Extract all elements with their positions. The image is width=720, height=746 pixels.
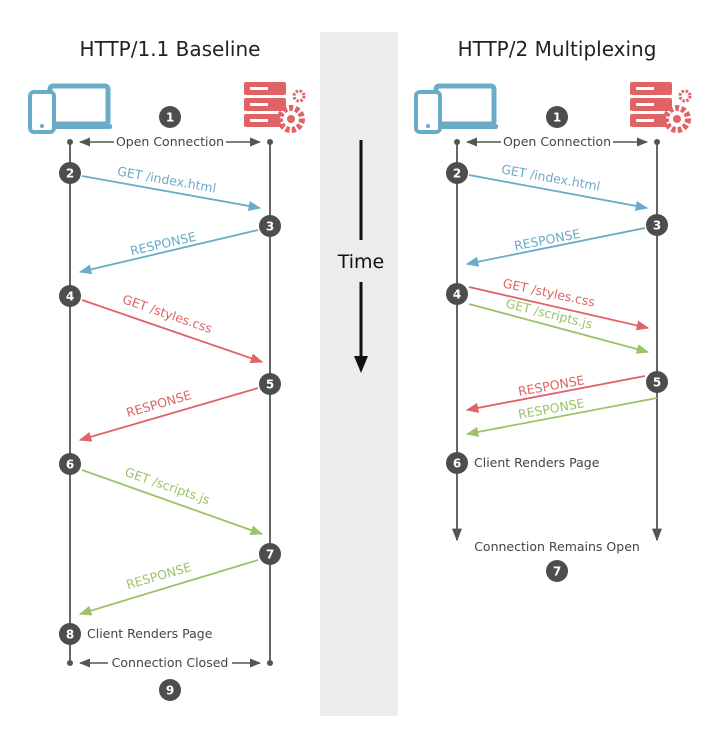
devices-icon [414, 83, 498, 134]
http1-open-connection-label: Open Connection [116, 134, 224, 149]
http1-get-scripts-arrow [81, 469, 264, 535]
server-gear-icon [630, 82, 692, 133]
svg-text:3: 3 [653, 219, 661, 233]
http1-step-1: 1 [159, 106, 181, 128]
http2-step-2: 2 [446, 162, 468, 184]
http1-get-index-arrow [81, 175, 262, 211]
time-band [320, 32, 398, 716]
http2-get-scripts-arrow [468, 303, 650, 354]
http1-client-top-dot [67, 139, 73, 145]
http1-response-1-arrow [78, 229, 259, 275]
svg-text:3: 3 [266, 220, 274, 234]
time-label: Time [337, 251, 385, 273]
http2-step-5: 5 [646, 371, 668, 393]
http1-server-bottom-dot [267, 660, 273, 666]
http1-step-5: 5 [259, 373, 281, 395]
http2-step-6: 6 [446, 452, 468, 474]
http1-title: HTTP/1.1 Baseline [80, 37, 261, 61]
svg-text:8: 8 [66, 628, 74, 642]
svg-text:7: 7 [553, 565, 561, 579]
svg-text:5: 5 [653, 376, 661, 390]
http2-step-4: 4 [446, 283, 468, 305]
svg-text:4: 4 [453, 288, 461, 302]
http1-response-2-arrow [78, 387, 259, 442]
http1-connection-closed-label: Connection Closed [112, 655, 229, 670]
svg-text:6: 6 [66, 458, 74, 472]
http1-client-renders-label: Client Renders Page [87, 626, 213, 641]
http1-response-3-arrow [78, 559, 259, 616]
http1-step-8: 8 [59, 623, 81, 645]
svg-text:2: 2 [453, 167, 461, 181]
http2-client-top-dot [454, 139, 460, 145]
http1-step-7: 7 [259, 543, 281, 565]
http2-response-1-arrow [465, 227, 646, 267]
server-gear-icon [244, 82, 306, 133]
http1-client-bottom-dot [67, 660, 73, 666]
http1-step-9: 9 [159, 679, 181, 701]
http1-server-top-dot [267, 139, 273, 145]
http2-client-renders-label: Client Renders Page [474, 455, 600, 470]
svg-text:7: 7 [266, 548, 274, 562]
svg-text:6: 6 [453, 457, 461, 471]
http2-server-top-dot [654, 139, 660, 145]
http1-step-4: 4 [59, 285, 81, 307]
http1-step-3: 3 [259, 215, 281, 237]
svg-text:1: 1 [166, 111, 174, 125]
svg-text:2: 2 [66, 167, 74, 181]
svg-text:5: 5 [266, 378, 274, 392]
svg-text:9: 9 [166, 684, 174, 698]
http1-step-6: 6 [59, 453, 81, 475]
http1-step-2: 2 [59, 162, 81, 184]
http1-get-styles-arrow [81, 299, 264, 364]
http2-response-scripts-arrow [465, 397, 658, 437]
http2-step-7: 7 [546, 560, 568, 582]
http2-get-styles-arrow [468, 286, 650, 331]
http2-title: HTTP/2 Multiplexing [458, 37, 657, 61]
http2-open-connection-label: Open Connection [503, 134, 611, 149]
http2-step-3: 3 [646, 214, 668, 236]
http2-get-index-arrow [468, 174, 649, 211]
time-arrow-head [354, 356, 368, 373]
svg-text:1: 1 [553, 111, 561, 125]
http2-step-1: 1 [546, 106, 568, 128]
svg-text:4: 4 [66, 290, 74, 304]
http2-response-styles-arrow [465, 375, 646, 413]
devices-icon [28, 83, 112, 134]
http2-connection-open-label: Connection Remains Open [474, 539, 640, 554]
